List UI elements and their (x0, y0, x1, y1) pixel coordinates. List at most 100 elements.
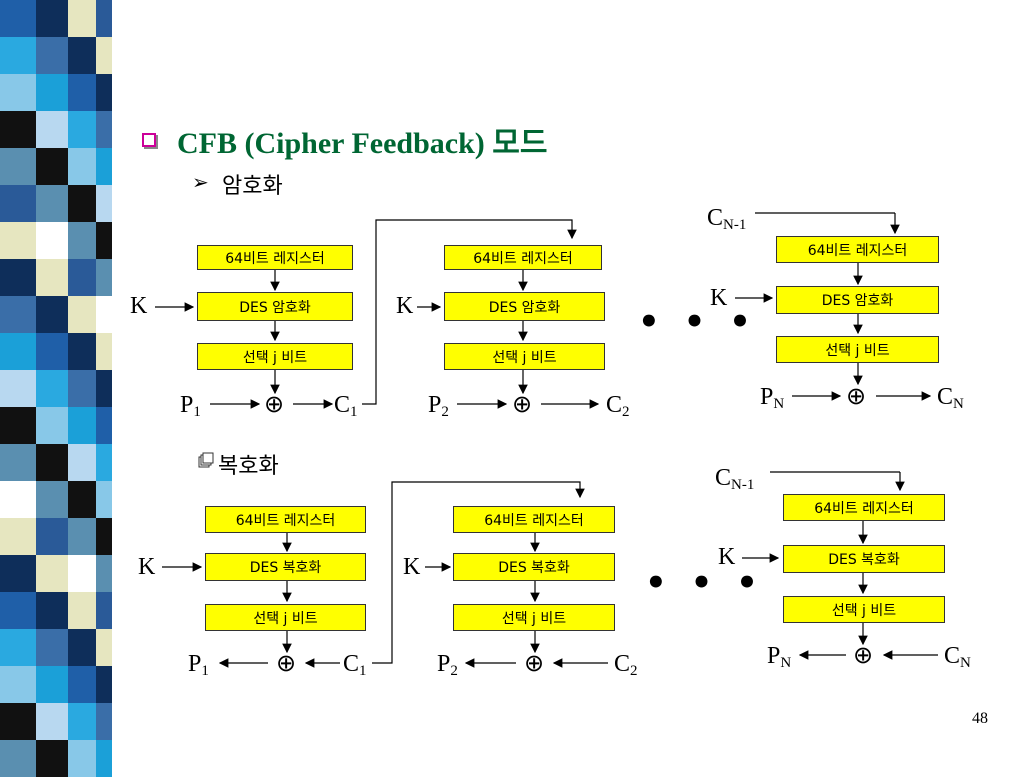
stripe-segment (96, 296, 112, 333)
stripe-segment (0, 444, 36, 481)
stripe-segment (0, 629, 36, 666)
decN-key-label: K (718, 544, 736, 570)
decN-des-box: DES 복호화 (783, 545, 945, 573)
enc2-key-label: K (396, 293, 414, 319)
enc1-plaintext-label: P1 (180, 392, 201, 420)
enc1-key-label: K (130, 293, 148, 319)
encN-key-label: K (710, 285, 728, 311)
stripe-segment (0, 259, 36, 296)
dec2-select-box: 선택 j 비트 (453, 604, 615, 631)
enc2-des-box: DES 암호화 (444, 292, 605, 321)
decN-prev-cipher-label: CN-1 (715, 465, 755, 493)
decN-register-box: 64비트 레지스터 (783, 494, 945, 521)
stripe-segment (36, 222, 68, 259)
stripe-segment (96, 555, 112, 592)
dec1-plaintext-label: P1 (188, 651, 209, 679)
stripe-segment (68, 37, 96, 74)
dec1-des-box: DES 복호화 (205, 553, 366, 581)
stripe-segment (96, 629, 112, 666)
stripe-segment (0, 185, 36, 222)
encN-des-box: DES 암호화 (776, 286, 939, 314)
page-number: 48 (972, 710, 988, 727)
stripe-segment (68, 111, 96, 148)
stripe-segment (96, 111, 112, 148)
enc2-plaintext-label: P2 (428, 392, 449, 420)
stripe-segment (68, 481, 96, 518)
decN-xor-symbol: ⊕ (853, 641, 874, 669)
enc1-ciphertext-label: C1 (334, 392, 358, 420)
enc2-select-box: 선택 j 비트 (444, 343, 605, 370)
dec1-register-box: 64비트 레지스터 (205, 506, 366, 533)
dec1-select-box: 선택 j 비트 (205, 604, 366, 631)
stripe-segment (68, 518, 96, 555)
stripe-segment (0, 703, 36, 740)
stripe-segment (68, 555, 96, 592)
stripe-segment (68, 333, 96, 370)
stripe-segment (96, 666, 112, 703)
stripe-segment (36, 518, 68, 555)
decrypt-heading: 복호화 (218, 454, 279, 479)
stripe-segment (0, 74, 36, 111)
book-bullet-icon (198, 452, 214, 468)
enc1-select-box: 선택 j 비트 (197, 343, 353, 370)
stripe-segment (36, 629, 68, 666)
stripe-segment (36, 0, 68, 37)
enc1-register-box: 64비트 레지스터 (197, 245, 353, 270)
dec2-register-box: 64비트 레지스터 (453, 506, 615, 533)
decN-ciphertext-label: CN (944, 643, 971, 671)
stripe-segment (96, 703, 112, 740)
stripe-segment (96, 37, 112, 74)
stripe-segment (36, 111, 68, 148)
dec2-ciphertext-label: C2 (614, 651, 638, 679)
stripe-segment (36, 481, 68, 518)
stripe-segment (36, 703, 68, 740)
stripe-segment (0, 370, 36, 407)
stripe-segment (96, 481, 112, 518)
enc2-xor-symbol: ⊕ (512, 390, 533, 418)
stripe-segment (96, 407, 112, 444)
stripe-segment (96, 0, 112, 37)
encN-ciphertext-label: CN (937, 384, 964, 412)
stripe-segment (68, 296, 96, 333)
dec1-ciphertext-label: C1 (343, 651, 367, 679)
encN-register-box: 64비트 레지스터 (776, 236, 939, 263)
stripe-segment (0, 407, 36, 444)
stripe-segment (68, 222, 96, 259)
stripe-segment (0, 222, 36, 259)
stripe-segment (36, 407, 68, 444)
dec2-plaintext-label: P2 (437, 651, 458, 679)
stripe-segment (68, 666, 96, 703)
stripe-segment (68, 370, 96, 407)
stripe-segment (36, 666, 68, 703)
stripe-segment (36, 370, 68, 407)
stripe-segment (68, 74, 96, 111)
enc1-des-box: DES 암호화 (197, 292, 353, 321)
stripe-segment (68, 0, 96, 37)
stripe-segment (96, 74, 112, 111)
stripe-segment (36, 148, 68, 185)
stripe-segment (36, 296, 68, 333)
encrypt-heading: 암호화 (222, 174, 283, 199)
slide-title: CFB (Cipher Feedback) 모드 (177, 127, 548, 160)
stripe-segment (96, 259, 112, 296)
arrow-bullet-icon: ➢ (192, 170, 209, 194)
stripe-segment (68, 185, 96, 222)
stripe-segment (68, 444, 96, 481)
encN-prev-cipher-label: CN-1 (707, 205, 747, 233)
stripe-segment (0, 37, 36, 74)
enc1-xor-symbol: ⊕ (264, 390, 285, 418)
stripe-segment (68, 148, 96, 185)
stripe-segment (96, 185, 112, 222)
stripe-segment (0, 296, 36, 333)
dec2-des-box: DES 복호화 (453, 553, 615, 581)
stripe-segment (96, 148, 112, 185)
stripe-segment (68, 629, 96, 666)
stripe-segment (0, 481, 36, 518)
decN-plaintext-label: PN (767, 643, 792, 671)
stripe-segment (68, 592, 96, 629)
decN-select-box: 선택 j 비트 (783, 596, 945, 623)
encN-xor-symbol: ⊕ (846, 382, 867, 410)
dec-ellipsis: • • • (645, 563, 764, 603)
stripe-segment (96, 518, 112, 555)
